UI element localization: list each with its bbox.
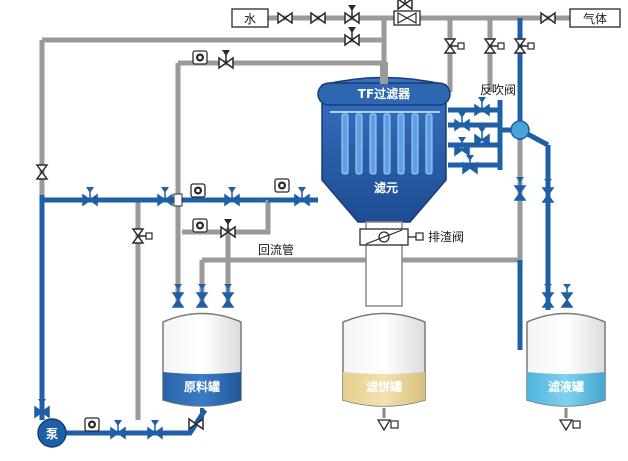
filter-elements xyxy=(341,113,433,175)
backflush-valve-5[interactable] xyxy=(462,154,478,174)
pressure-gauge-3 xyxy=(192,218,208,233)
gas-label: 气体 xyxy=(583,11,607,26)
pipe-flange xyxy=(173,193,183,207)
return-pipe-label: 回流管 xyxy=(258,242,294,257)
filtrate-tank-label: 滤液罐 xyxy=(548,379,584,394)
filtrate-tank-drain[interactable] xyxy=(558,408,581,432)
gas-inlet: 气体 xyxy=(569,8,621,28)
tf-filter: TF过滤器 滤元 xyxy=(317,76,451,223)
filter-title: TF过滤器 xyxy=(358,86,411,101)
process-pipes xyxy=(39,18,551,436)
cake-tank: 滤饼罐 xyxy=(342,312,426,407)
pump[interactable]: 泵 xyxy=(37,418,67,448)
filter-element-label: 滤元 xyxy=(374,180,398,195)
filtrate-inlet-valve-2[interactable] xyxy=(561,283,573,308)
backflush-valve-3[interactable] xyxy=(454,136,470,156)
filtrate-inlet-valve-1[interactable] xyxy=(542,283,554,308)
gas-valve[interactable] xyxy=(540,12,556,24)
raw-tank-label: 原料罐 xyxy=(184,379,220,394)
cake-tank-label: 滤饼罐 xyxy=(366,379,402,394)
pressure-gauge-2 xyxy=(274,178,290,193)
check-valve[interactable] xyxy=(393,10,421,26)
cake-tank-drain[interactable] xyxy=(376,408,399,432)
water-label: 水 xyxy=(244,12,256,26)
gas-header-junction xyxy=(510,120,530,140)
raw-tank: 原料罐 xyxy=(162,312,242,407)
pump-label: 泵 xyxy=(46,427,58,441)
water-valve-2[interactable] xyxy=(310,12,326,24)
pressure-gauge-top xyxy=(192,50,208,65)
pressure-gauge-1 xyxy=(190,183,206,198)
raw-tank-inlet-valve-1[interactable] xyxy=(172,283,184,308)
raw-tank-inlet-valve-2[interactable] xyxy=(196,283,208,308)
water-valve-1[interactable] xyxy=(277,12,293,24)
filter-top-nozzle xyxy=(380,62,388,84)
raw-tank-inlet-valve-3[interactable] xyxy=(222,283,234,308)
filtrate-tank: 滤液罐 xyxy=(526,312,606,407)
water-inlet: 水 xyxy=(231,8,269,28)
slag-valve-label: 排渣阀 xyxy=(428,230,464,244)
slag-valve[interactable] xyxy=(359,228,424,246)
filtrate-valve-1[interactable] xyxy=(514,176,526,201)
raw-tank-drain[interactable] xyxy=(188,408,204,430)
backflush-valve-label: 反吹阀 xyxy=(480,83,516,97)
pump-outlet-gauge xyxy=(84,417,100,432)
utility-pipes xyxy=(39,15,570,420)
water-control-valve[interactable] xyxy=(397,0,413,10)
backflush-valve-4[interactable] xyxy=(474,126,490,146)
filtrate-valve-2[interactable] xyxy=(542,178,554,203)
recycle-valve-left[interactable] xyxy=(36,164,48,180)
